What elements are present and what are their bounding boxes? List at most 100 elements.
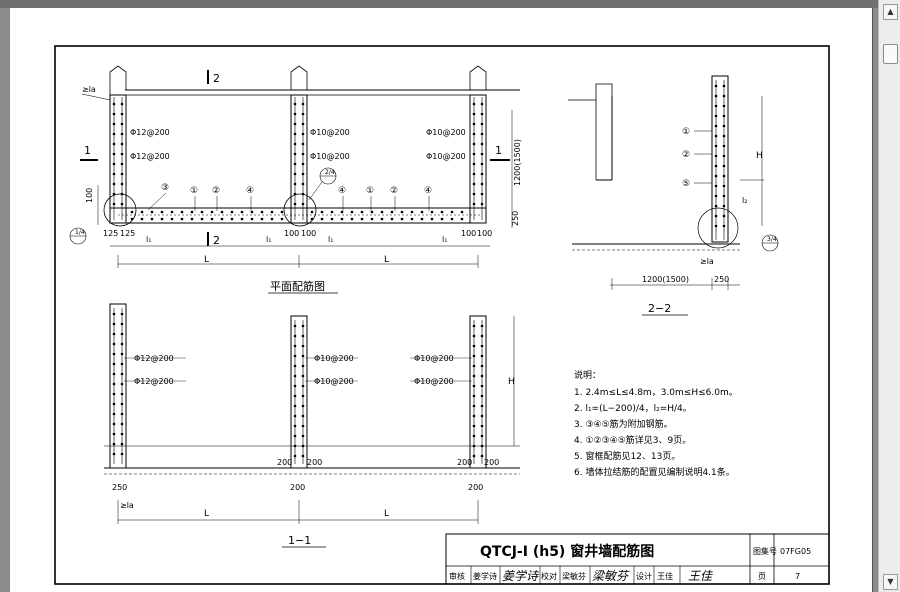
notes-block: 说明： 1. 2.4m≤L≤4.8m，3.0m≤H≤6.0m。 2. l₁=(L… (574, 369, 738, 478)
design-label: 设计 (636, 571, 652, 581)
rebar-dot (170, 210, 174, 214)
rebar-dot (120, 442, 124, 446)
rebar-dot (714, 154, 718, 158)
rebar-dot (301, 414, 305, 418)
rebar-dot (410, 210, 414, 214)
dim-L-plan-2: L (384, 255, 389, 265)
dim-125-a: 125 (103, 229, 118, 238)
rebar-dot (714, 94, 718, 98)
dim-100-f: 100 (477, 229, 492, 238)
rebar-dot (480, 364, 484, 368)
rebar-dot (714, 124, 718, 128)
rebar-dot (280, 217, 284, 221)
rebar-dot (714, 224, 718, 228)
note-1: 1. 2.4m≤L≤4.8m，3.0m≤H≤6.0m。 (574, 388, 738, 398)
rebar-dot (301, 384, 305, 388)
review-label: 审核 (449, 571, 465, 581)
rebar-dot (472, 404, 476, 408)
rebar-dot (480, 414, 484, 418)
rebar-dot (310, 210, 314, 214)
rebar-dot (301, 454, 305, 458)
dim-1200-1500-22: 1200(1500) (642, 275, 689, 284)
rebar-dot (472, 344, 476, 348)
rebar-dot (360, 210, 364, 214)
scrollbar-thumb[interactable] (883, 44, 898, 64)
rebar-dot (140, 217, 144, 221)
drawing-sheet: 2 2 1 1 ≥la Φ12@200 Φ12@200 Φ10@200 Φ10@… (54, 45, 830, 585)
notes-heading: 说明： (574, 369, 601, 381)
rebar-dot (430, 210, 434, 214)
rebar-dot (390, 210, 394, 214)
rebar-dot (440, 210, 444, 214)
rebar-dot (400, 217, 404, 221)
rebar-dot (293, 414, 297, 418)
rebar-11-mid-2: Φ10@200 (314, 377, 354, 386)
callout-1b: ① (366, 186, 374, 196)
rebar-dot (293, 394, 297, 398)
dim-1200-1500-plan: 1200(1500) (513, 139, 522, 186)
section-2-2: ① ② ⑤ H l₂ 3/4 ≥la 1200(1500) 250 2−2 (568, 75, 779, 316)
rebar-dot (130, 210, 134, 214)
rebar-dot (722, 84, 726, 88)
rebar-dot (301, 424, 305, 428)
dim-200-f: 200 (468, 483, 483, 492)
atlas-number-label: 图集号 (753, 546, 777, 556)
rebar-dot (320, 217, 324, 221)
rebar-dot (480, 424, 484, 428)
reviewer-signature: 姜学诗 (502, 569, 540, 583)
atlas-number: 07FG05 (780, 547, 811, 556)
plan-rebar-dots (112, 102, 484, 221)
dim-L-plan-1: L (204, 255, 209, 265)
dim-la-22: ≥la (700, 257, 714, 266)
anchorage-la-label: ≥la (82, 85, 96, 94)
scroll-down-arrow-icon[interactable]: ▼ (883, 574, 898, 590)
rebar-dot (722, 204, 726, 208)
rebar-11-left-1: Φ12@200 (134, 354, 174, 363)
rebar-dot (370, 217, 374, 221)
designer-signature: 王佳 (688, 569, 713, 583)
callout-4c: ④ (424, 186, 432, 196)
rebar-dot (120, 322, 124, 326)
rebar-dot (301, 394, 305, 398)
rebar-dot (260, 217, 264, 221)
rebar-dot (220, 210, 224, 214)
vertical-scrollbar[interactable]: ▲ ▼ (878, 0, 900, 592)
callout-2: ② (212, 186, 220, 196)
rebar-dot (722, 194, 726, 198)
rebar-dot (472, 384, 476, 388)
section11-rebar-dots (112, 312, 484, 458)
rebar-dot (714, 184, 718, 188)
rebar-dot (301, 354, 305, 358)
rebar-dot (230, 210, 234, 214)
rebar-label-left-1: Φ12@200 (130, 128, 170, 137)
rebar-dot (160, 210, 164, 214)
plan-caption: 平面配筋图 (270, 279, 325, 293)
rebar-dot (420, 217, 424, 221)
rebar-dot (472, 334, 476, 338)
rebar-dot (280, 210, 284, 214)
rebar-dot (112, 392, 116, 396)
rebar-dot (250, 217, 254, 221)
dim-l1-a: l₁ (146, 235, 151, 244)
callout-1: ① (190, 186, 198, 196)
section-mark-2-bottom: 2 (213, 234, 220, 247)
rebar-dot (722, 124, 726, 128)
rebar-dot (450, 210, 454, 214)
dim-200-d: 200 (484, 458, 499, 467)
scroll-up-arrow-icon[interactable]: ▲ (883, 4, 898, 20)
rebar-dot (120, 332, 124, 336)
rebar-dot (480, 434, 484, 438)
rebar-dot (714, 134, 718, 138)
rebar-dot (260, 210, 264, 214)
rebar-dot (293, 344, 297, 348)
rebar-dot (120, 402, 124, 406)
rebar-dot (472, 414, 476, 418)
callout-3: ③ (161, 183, 169, 193)
rebar-dot (112, 312, 116, 316)
section-2-2-caption: 2−2 (648, 302, 671, 315)
rebar-11-right-2: Φ10@200 (414, 377, 454, 386)
checker-name: 梁敏芬 (562, 571, 586, 581)
dim-H-11: H (508, 377, 515, 387)
rebar-dot (722, 94, 726, 98)
rebar-label-mid-1: Φ10@200 (310, 128, 350, 137)
